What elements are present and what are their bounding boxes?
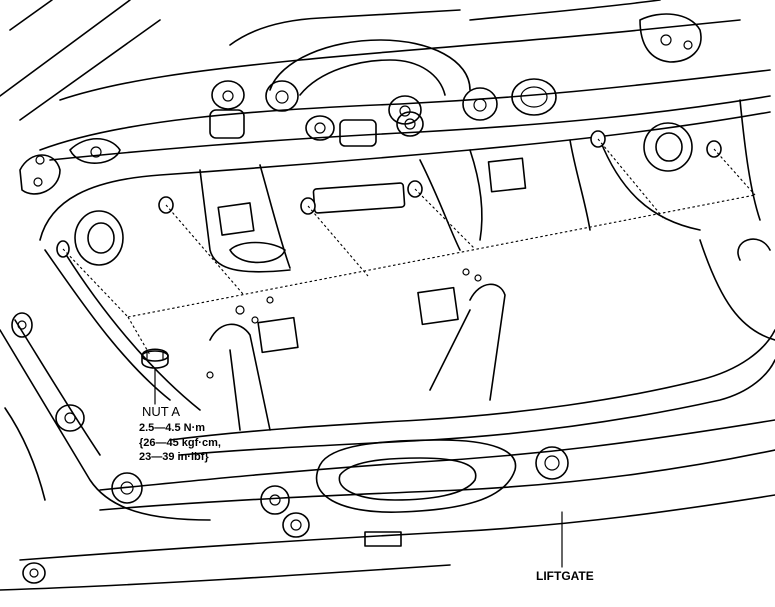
bottom-rail	[0, 239, 775, 591]
torque-line: 23—39 in·lbf}	[139, 451, 209, 463]
lower-bosses	[11, 312, 569, 584]
large-grommets	[74, 122, 693, 266]
nut-a-torque-spec: 2.5—4.5 N·m {26—45 kgf·cm, 23—39 in·lbf}	[139, 421, 221, 465]
upper-frame	[0, 0, 771, 161]
dotted-leaders	[62, 138, 756, 356]
upper-bosses	[19, 13, 702, 195]
liftgate-label: LIFTGATE	[536, 569, 594, 583]
nut-a-icon	[141, 348, 169, 369]
torque-line: {26—45 kgf·cm,	[139, 436, 221, 449]
trim-panel	[39, 99, 771, 431]
torque-line: 2.5—4.5 N·m	[139, 422, 206, 434]
nut-a-label: NUT A	[142, 404, 181, 419]
